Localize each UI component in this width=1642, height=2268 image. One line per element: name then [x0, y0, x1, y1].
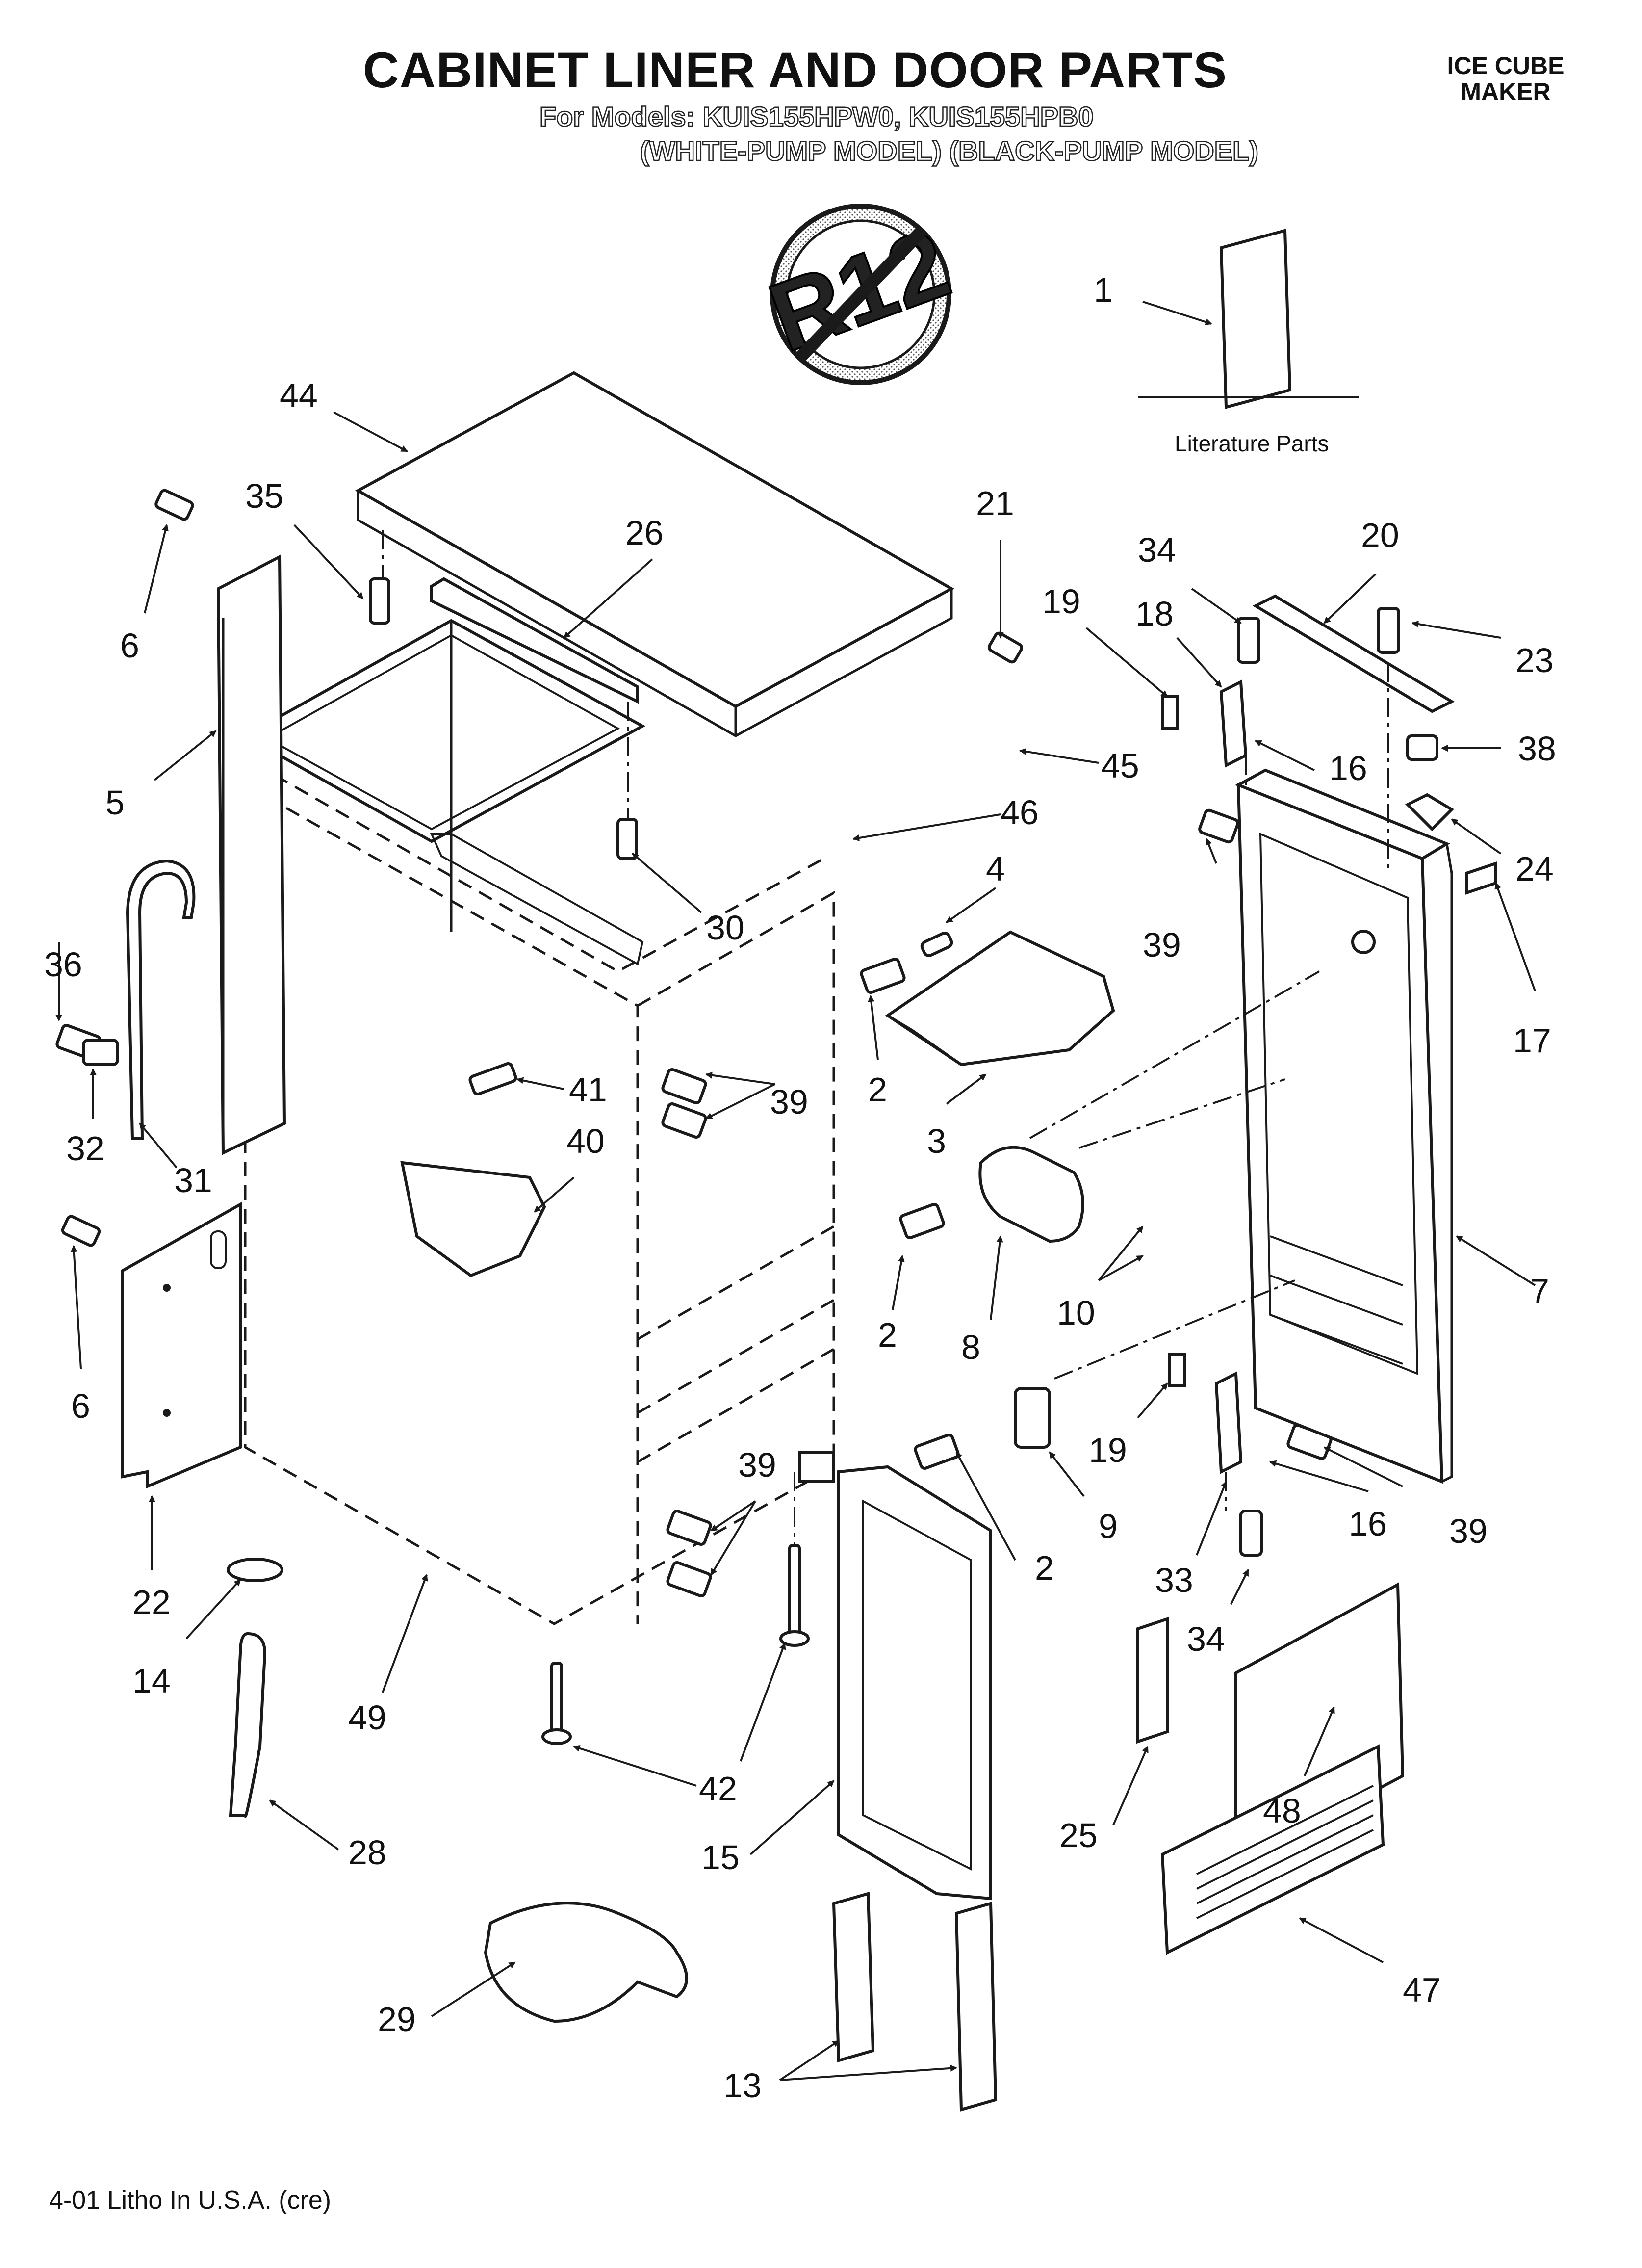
callout-22: 22: [132, 1583, 171, 1621]
callout-3: 3: [927, 1122, 946, 1160]
drain-tube: [126, 859, 196, 1140]
callout-29: 29: [378, 2000, 416, 2038]
callout-16: 16: [1329, 749, 1367, 787]
callout-9: 9: [1099, 1507, 1118, 1545]
callout-41: 41: [569, 1070, 607, 1109]
litho-footer: 4-01 Litho In U.S.A. (cre): [49, 2186, 332, 2215]
callout-48: 48: [1263, 1792, 1301, 1830]
literature-booklet: [1138, 229, 1359, 409]
callout-6: 6: [120, 626, 139, 665]
side-panel: [216, 554, 286, 1155]
callout-7: 7: [1530, 1272, 1549, 1310]
callout-35: 35: [245, 477, 283, 515]
pump-models-line: (WHITE-PUMP MODEL) (BLACK-PUMP MODEL): [640, 135, 1259, 166]
callout-30: 30: [706, 909, 744, 947]
literature-parts-label: Literature Parts: [1175, 431, 1329, 456]
assembly-lines: [382, 530, 1389, 1545]
section-label: ICE CUBE MAKER: [1447, 52, 1565, 105]
page-title: CABINET LINER AND DOOR PARTS: [363, 42, 1227, 98]
callout-17: 17: [1513, 1021, 1551, 1060]
callout-19: 19: [1042, 582, 1080, 621]
callout-38: 38: [1518, 730, 1556, 768]
callout-28: 28: [348, 1833, 386, 1872]
callout-6: 6: [71, 1387, 90, 1425]
callout-2: 2: [868, 1070, 887, 1109]
lower-side-panel: [121, 1201, 242, 1489]
callout-2: 2: [878, 1316, 897, 1354]
trim-strip-right: [954, 1902, 998, 2112]
trim-strip-left: [832, 1892, 875, 2062]
callout-39: 39: [1449, 1512, 1488, 1550]
callout-44: 44: [280, 376, 318, 415]
callout-14: 14: [132, 1662, 171, 1700]
grommet: [227, 1558, 283, 1582]
callout-16: 16: [1349, 1505, 1387, 1543]
top-hinge: [1219, 679, 1248, 768]
no-r12-badge: R12: [755, 204, 964, 385]
callout-39: 39: [738, 1446, 776, 1484]
callout-20: 20: [1361, 516, 1399, 554]
callout-33: 33: [1155, 1561, 1193, 1599]
callout-42: 42: [699, 1770, 737, 1808]
callout-21: 21: [976, 484, 1014, 522]
callout-numbers: 1 44 35 26 21 6 34 20 19 18 23 5 45 16 3…: [44, 271, 1556, 2105]
callout-25: 25: [1059, 1816, 1098, 1854]
screw-fasteners: [55, 489, 1438, 1745]
door-gasket: [837, 1465, 992, 1901]
cabinet-liner: [242, 619, 835, 1625]
callout-39: 39: [1143, 926, 1181, 964]
callout-40: 40: [566, 1122, 605, 1160]
callout-46: 46: [1001, 793, 1039, 832]
callout-leaders: [55, 301, 1536, 2081]
top-cover: [355, 371, 955, 737]
callout-15: 15: [701, 1838, 740, 1877]
hinge-bracket: [1136, 1616, 1169, 1744]
bottom-hinge: [1214, 1371, 1243, 1474]
evaporator-bracket: [885, 930, 1115, 1067]
callout-45: 45: [1101, 747, 1139, 785]
deflector: [400, 1161, 546, 1277]
callout-23: 23: [1515, 641, 1554, 679]
hinge-shim-top: [1161, 695, 1179, 730]
callout-36: 36: [44, 945, 82, 984]
callout-31: 31: [174, 1161, 212, 1199]
callout-47: 47: [1403, 1971, 1441, 2009]
callout-5: 5: [105, 783, 125, 822]
callout-26: 26: [625, 514, 664, 552]
callout-4: 4: [986, 850, 1005, 888]
spacer: [920, 932, 953, 957]
callout-32: 32: [66, 1129, 104, 1168]
callout-2: 2: [1035, 1549, 1054, 1587]
callout-13: 13: [723, 2066, 762, 2105]
models-line: For Models: KUIS155HPW0, KUIS155HPB0: [539, 101, 1094, 132]
callout-1: 1: [1094, 271, 1113, 309]
callout-49: 49: [348, 1698, 386, 1737]
door-trim-top: [1252, 594, 1455, 713]
tube-clip: [82, 1039, 119, 1066]
hinge-shim-bottom: [1168, 1353, 1186, 1387]
callout-8: 8: [961, 1328, 980, 1366]
callout-10: 10: [1057, 1294, 1095, 1332]
callout-19: 19: [1089, 1431, 1127, 1469]
drain-hose: [229, 1632, 267, 1818]
drain-cup: [484, 1902, 688, 2023]
door-magnet: [1014, 1387, 1051, 1449]
rear-panel: [1160, 1582, 1405, 1955]
cabinet-door: [1234, 768, 1453, 1484]
door-label-tab: [1465, 861, 1497, 895]
callout-34: 34: [1138, 531, 1176, 569]
support-bracket: [978, 1146, 1084, 1243]
callout-39: 39: [770, 1083, 808, 1121]
callout-34: 34: [1187, 1620, 1225, 1658]
door-stop: [1405, 793, 1454, 832]
callout-24: 24: [1515, 850, 1554, 888]
callout-18: 18: [1135, 595, 1174, 633]
